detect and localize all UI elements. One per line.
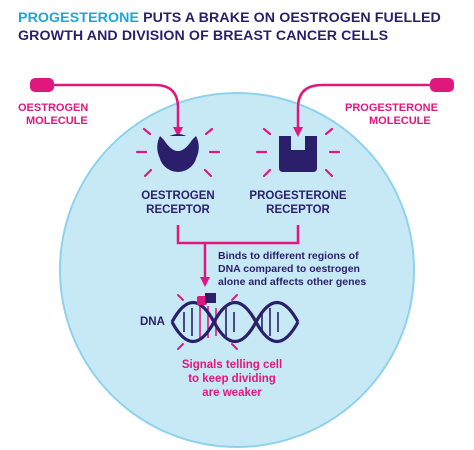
receptor-join-bracket <box>176 225 300 245</box>
signals-text-3: are weaker <box>202 387 262 399</box>
signals-text-2: to keep dividing <box>188 373 276 385</box>
oestrogen-receptor-icon <box>135 127 221 178</box>
progesterone-molecule-label-2: MOLECULE <box>369 115 431 127</box>
title-highlight: PROGESTERONE <box>18 10 140 26</box>
oestrogen-molecule-icon <box>30 78 54 92</box>
dna-label: DNA <box>140 316 165 328</box>
cell-body <box>59 92 415 448</box>
binds-text-1: Binds to different regions of <box>218 250 359 262</box>
progesterone-receptor-icon <box>255 127 341 178</box>
oestrogen-molecule-label-2: MOLECULE <box>26 115 88 127</box>
oestrogen-arrow <box>54 83 183 137</box>
binds-text-3: alone and affects other genes <box>218 276 366 288</box>
progesterone-molecule-label-1: PROGESTERONE <box>345 102 438 114</box>
progesterone-arrow <box>293 83 430 137</box>
progesterone-receptor-label-1: PROGESTERONE <box>249 190 346 202</box>
oestrogen-receptor-label-1: OESTROGEN <box>141 190 214 202</box>
progesterone-molecule-icon <box>430 78 454 92</box>
oestrogen-receptor-label-2: RECEPTOR <box>146 204 210 216</box>
dna-helix-icon <box>170 293 300 350</box>
binds-text-2: DNA compared to oestrogen <box>218 263 360 275</box>
progesterone-receptor-label-2: RECEPTOR <box>266 204 330 216</box>
oestrogen-molecule-label-1: OESTROGEN <box>18 102 88 114</box>
title-rest-line1: PUTS A BRAKE ON OESTROGEN FUELLED <box>139 10 441 26</box>
title-line2: GROWTH AND DIVISION OF BREAST CANCER CEL… <box>18 28 389 44</box>
signals-text-1: Signals telling cell <box>182 359 282 371</box>
diagram-title: PROGESTERONE PUTS A BRAKE ON OESTROGEN F… <box>18 9 458 45</box>
